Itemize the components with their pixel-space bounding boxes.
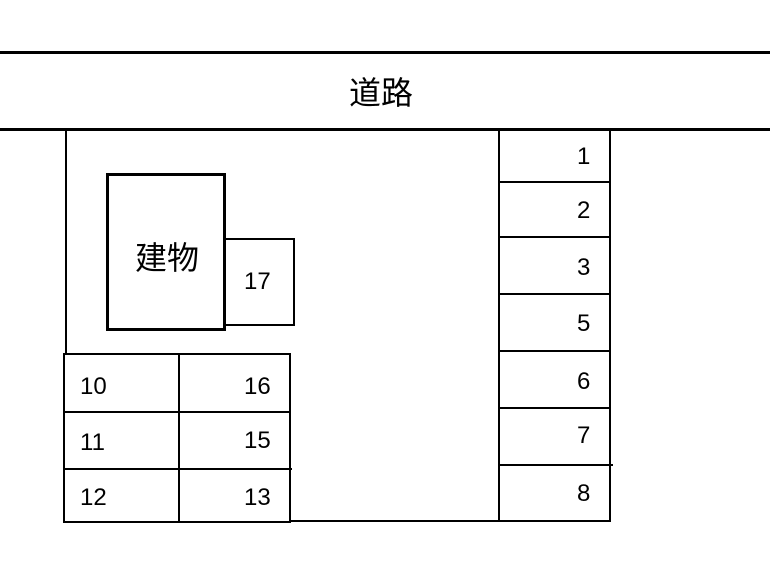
right-row-divider xyxy=(499,464,613,466)
space-number-5: 5 xyxy=(577,310,591,337)
space-number-7: 7 xyxy=(577,422,591,449)
space-number-10: 10 xyxy=(80,373,107,400)
right-row-divider xyxy=(499,350,611,352)
space-number-13: 13 xyxy=(244,484,271,511)
right-column-left-edge xyxy=(498,129,500,522)
right-row-divider xyxy=(499,181,611,183)
road-top-edge xyxy=(0,51,770,54)
space-number-17: 17 xyxy=(244,268,271,295)
space-number-11: 11 xyxy=(80,429,105,456)
left-grid-row-divider xyxy=(64,411,290,413)
right-row-divider xyxy=(499,293,611,295)
road-label: 道路 xyxy=(348,74,413,112)
left-grid-divider-vertical xyxy=(178,354,180,522)
space-number-16: 16 xyxy=(244,373,271,400)
right-row-divider xyxy=(499,236,611,238)
building-label: 建物 xyxy=(134,239,199,277)
space-number-1: 1 xyxy=(577,143,591,170)
space-number-8: 8 xyxy=(577,480,591,507)
right-row-divider xyxy=(499,407,611,409)
space-number-15: 15 xyxy=(244,427,271,454)
space-number-12: 12 xyxy=(80,484,107,511)
space-number-2: 2 xyxy=(577,197,591,224)
lot-bottom-boundary xyxy=(289,520,610,522)
left-parking-grid xyxy=(63,353,291,523)
space-number-3: 3 xyxy=(577,254,591,281)
parking-space-17 xyxy=(224,238,295,326)
road-bottom-edge xyxy=(0,128,770,131)
space-number-6: 6 xyxy=(577,368,591,395)
right-column-right-edge xyxy=(609,129,611,522)
left-grid-row-divider xyxy=(64,468,292,470)
lot-left-boundary xyxy=(65,129,67,355)
